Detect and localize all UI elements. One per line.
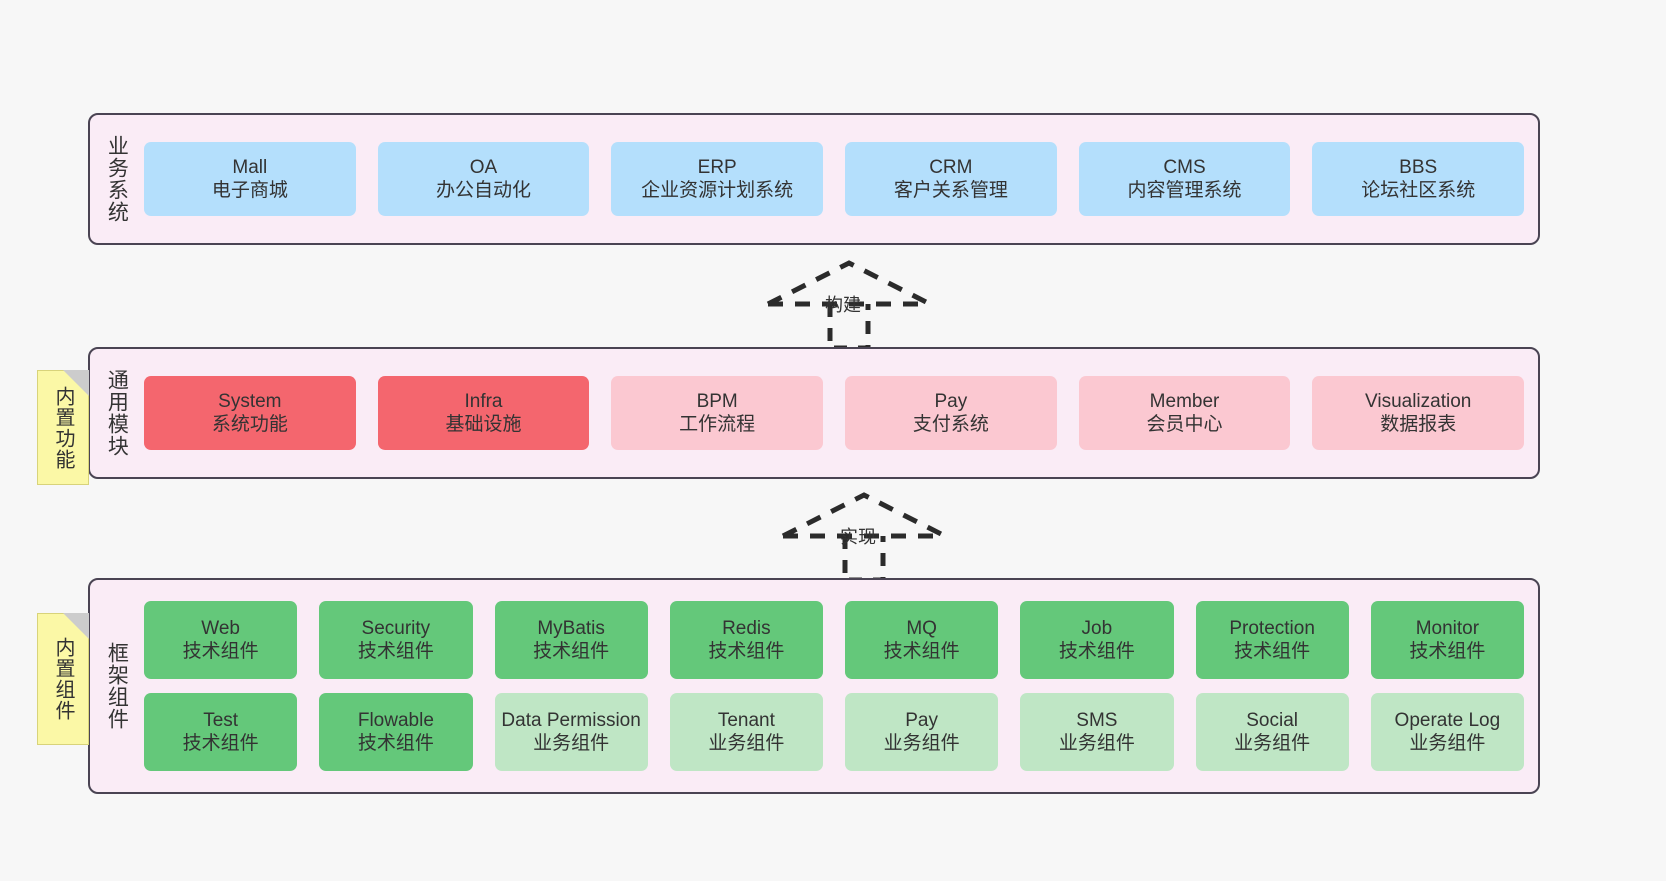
layer-business-system: 业务系统 Mall 电子商城 OA 办公自动化 ERP 企业资源计划系统 CRM… [88,113,1540,245]
node-test[interactable]: Test 技术组件 [144,693,298,771]
node-pay-module[interactable]: Pay 支付系统 [845,376,1057,450]
layer-body-common-module: System 系统功能 Infra 基础设施 BPM 工作流程 Pay 支付系统… [142,349,1538,477]
node-social[interactable]: Social 业务组件 [1195,693,1349,771]
note-fold-corner-icon [63,613,89,639]
layer-body-framework-component: Web 技术组件 Security 技术组件 MyBatis 技术组件 Redi… [142,580,1538,792]
node-data-permission[interactable]: Data Permission 业务组件 [494,693,648,771]
node-oa[interactable]: OA 办公自动化 [377,142,590,216]
node-visualization[interactable]: Visualization 数据报表 [1312,376,1525,450]
node-security[interactable]: Security 技术组件 [319,601,473,679]
node-redis[interactable]: Redis 技术组件 [669,601,823,679]
connector-build: 构建 [755,258,945,351]
node-protection[interactable]: Protection 技术组件 [1195,601,1349,679]
layer-row: Mall 电子商城 OA 办公自动化 ERP 企业资源计划系统 CRM 客户关系… [144,142,1525,216]
connector-implement-label: 实现 [840,527,876,547]
layer-body-business-system: Mall 电子商城 OA 办公自动化 ERP 企业资源计划系统 CRM 客户关系… [142,115,1538,243]
layer-framework-component: 框架组件 Web 技术组件 Security 技术组件 MyBatis 技术组件… [88,578,1540,794]
node-mq[interactable]: MQ 技术组件 [845,601,999,679]
layer-row: System 系统功能 Infra 基础设施 BPM 工作流程 Pay 支付系统… [144,376,1525,450]
layer-title-framework-component: 框架组件 [105,642,129,730]
node-pay-component[interactable]: Pay 业务组件 [845,693,999,771]
node-system[interactable]: System 系统功能 [144,376,356,450]
layer-row: Web 技术组件 Security 技术组件 MyBatis 技术组件 Redi… [144,601,1524,679]
layer-row: Test 技术组件 Flowable 技术组件 Data Permission … [144,693,1524,771]
node-job[interactable]: Job 技术组件 [1020,601,1174,679]
note-builtin-component: 内置组件 [37,613,89,745]
node-mall[interactable]: Mall 电子商城 [144,142,356,216]
note-fold-corner-icon [63,370,89,396]
node-sms[interactable]: SMS 业务组件 [1020,693,1174,771]
node-infra[interactable]: Infra 基础设施 [377,376,590,450]
node-erp[interactable]: ERP 企业资源计划系统 [611,142,824,216]
layer-title-business-system: 业务系统 [105,135,129,223]
node-crm[interactable]: CRM 客户关系管理 [845,142,1057,216]
layer-title-common-module: 通用模块 [105,369,129,457]
implement-generalization-arrow-icon [781,492,947,583]
note-builtin-function: 内置功能 [37,370,89,485]
node-bpm[interactable]: BPM 工作流程 [611,376,824,450]
node-tenant[interactable]: Tenant 业务组件 [669,693,823,771]
node-flowable[interactable]: Flowable 技术组件 [319,693,473,771]
node-member[interactable]: Member 会员中心 [1078,376,1291,450]
node-bbs[interactable]: BBS 论坛社区系统 [1312,142,1525,216]
build-generalization-arrow-icon [766,260,932,351]
node-operate-log[interactable]: Operate Log 业务组件 [1370,693,1524,771]
connector-implement: 实现 [770,490,960,583]
node-web[interactable]: Web 技术组件 [144,601,298,679]
node-monitor[interactable]: Monitor 技术组件 [1370,601,1524,679]
note-builtin-component-label: 内置组件 [52,637,74,721]
layer-common-module: 通用模块 System 系统功能 Infra 基础设施 BPM 工作流程 Pay… [88,347,1540,479]
node-mybatis[interactable]: MyBatis 技术组件 [494,601,648,679]
node-cms[interactable]: CMS 内容管理系统 [1078,142,1291,216]
note-builtin-function-label: 内置功能 [52,385,74,470]
connector-build-label: 构建 [825,295,861,315]
